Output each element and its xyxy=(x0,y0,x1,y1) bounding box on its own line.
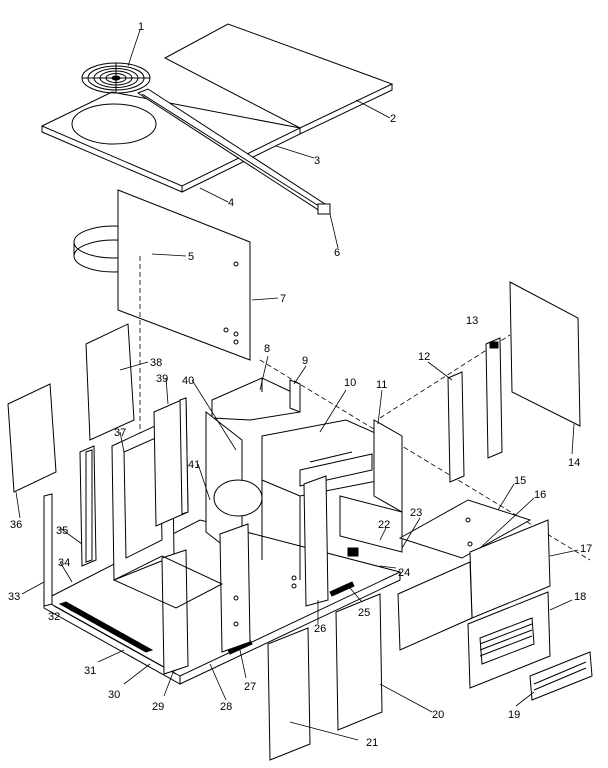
control-plate xyxy=(398,499,532,559)
callout-18: 18 xyxy=(574,591,586,603)
callout-4: 4 xyxy=(228,197,234,209)
left-inner-panel xyxy=(85,323,135,441)
callout-37: 37 xyxy=(114,427,126,439)
callout-20: 20 xyxy=(432,709,444,721)
callout-26: 26 xyxy=(314,623,326,635)
callout-34: 34 xyxy=(58,557,70,569)
partition-panel xyxy=(117,189,251,361)
callout-27: 27 xyxy=(244,681,256,693)
callout-30: 30 xyxy=(108,689,120,701)
corner-post xyxy=(485,337,503,459)
callout-3: 3 xyxy=(314,155,320,167)
rail-end-cap xyxy=(317,203,331,215)
callout-15: 15 xyxy=(514,475,526,487)
callout-41: 41 xyxy=(188,459,200,471)
callout-23: 23 xyxy=(410,507,422,519)
callout-22: 22 xyxy=(378,519,390,531)
fan-grille xyxy=(81,62,151,94)
callout-1: 1 xyxy=(138,21,144,33)
top-cover-assembly xyxy=(40,23,394,215)
callout-21: 21 xyxy=(366,737,378,749)
callout-14: 14 xyxy=(568,457,580,469)
rear-panel xyxy=(509,281,581,427)
callout-39: 39 xyxy=(156,373,168,385)
callout-11: 11 xyxy=(376,379,387,391)
callout-28: 28 xyxy=(220,701,232,713)
callout-38: 38 xyxy=(150,357,162,369)
callout-31: 31 xyxy=(84,665,96,677)
vertical-post xyxy=(447,371,465,483)
base-cabinet xyxy=(42,377,403,685)
callout-33: 33 xyxy=(8,591,20,603)
callout-40: 40 xyxy=(182,375,194,387)
callout-5: 5 xyxy=(188,251,194,263)
callout-35: 35 xyxy=(56,525,68,537)
left-side-panel xyxy=(7,383,57,493)
callout-9: 9 xyxy=(302,355,308,367)
callout-32: 32 xyxy=(48,611,60,623)
front-grille xyxy=(529,651,593,701)
leader-lines xyxy=(15,29,579,741)
fan-opening xyxy=(71,103,157,145)
front-lower-panel xyxy=(335,593,383,731)
callout-16: 16 xyxy=(534,489,546,501)
front-access-panel xyxy=(267,627,311,761)
callout-2: 2 xyxy=(390,113,396,125)
callout-19: 19 xyxy=(508,709,520,721)
callout-17: 17 xyxy=(580,543,592,555)
callout-12: 12 xyxy=(418,351,430,363)
callout-13: 13 xyxy=(466,315,478,327)
callout-labels: 1 2 3 4 5 6 7 8 9 10 11 12 13 14 15 16 1… xyxy=(8,21,592,749)
callout-25: 25 xyxy=(358,607,370,619)
callout-36: 36 xyxy=(10,519,22,531)
callout-29: 29 xyxy=(152,701,164,713)
callout-6: 6 xyxy=(334,247,340,259)
callout-10: 10 xyxy=(344,377,356,389)
louver-panel xyxy=(467,591,551,689)
callout-8: 8 xyxy=(264,343,270,355)
callout-24: 24 xyxy=(398,567,410,579)
callout-7: 7 xyxy=(280,293,286,305)
